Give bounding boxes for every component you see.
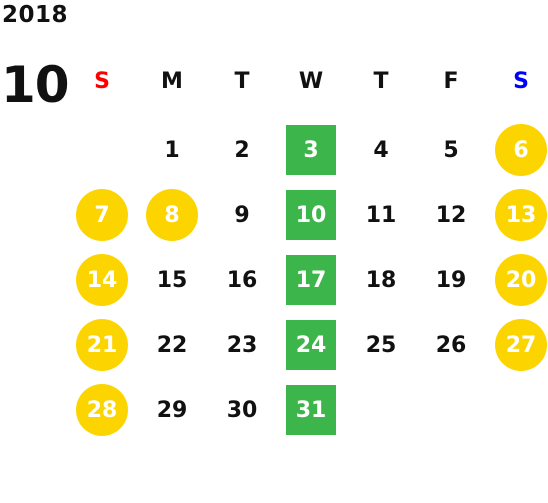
day-4[interactable]: 4 xyxy=(373,137,389,163)
day-28[interactable]: 28 xyxy=(76,384,128,436)
day-31[interactable]: 31 xyxy=(286,385,336,435)
day-25[interactable]: 25 xyxy=(365,332,397,358)
day-8[interactable]: 8 xyxy=(146,189,198,241)
day-30[interactable]: 30 xyxy=(226,397,258,423)
day-27[interactable]: 27 xyxy=(495,319,547,371)
day-20[interactable]: 20 xyxy=(495,254,547,306)
day-21[interactable]: 21 xyxy=(76,319,128,371)
day-18[interactable]: 18 xyxy=(365,267,397,293)
day-17[interactable]: 17 xyxy=(286,255,336,305)
day-11[interactable]: 11 xyxy=(365,202,397,228)
day-5[interactable]: 5 xyxy=(443,137,459,163)
day-2[interactable]: 2 xyxy=(234,137,250,163)
day-3[interactable]: 3 xyxy=(286,125,336,175)
day-16[interactable]: 16 xyxy=(226,267,258,293)
day-24[interactable]: 24 xyxy=(286,320,336,370)
day-13[interactable]: 13 xyxy=(495,189,547,241)
day-29[interactable]: 29 xyxy=(156,397,188,423)
year-label: 2018 xyxy=(2,2,69,28)
day-7[interactable]: 7 xyxy=(76,189,128,241)
day-15[interactable]: 15 xyxy=(156,267,188,293)
weekday-header-5: F xyxy=(443,68,459,94)
weekday-header-2: T xyxy=(234,68,250,94)
day-26[interactable]: 26 xyxy=(435,332,467,358)
day-12[interactable]: 12 xyxy=(435,202,467,228)
weekday-header-6: S xyxy=(513,68,529,94)
month-label: 10 xyxy=(1,56,70,114)
day-22[interactable]: 22 xyxy=(156,332,188,358)
weekday-header-4: T xyxy=(373,68,389,94)
day-9[interactable]: 9 xyxy=(234,202,250,228)
day-19[interactable]: 19 xyxy=(435,267,467,293)
weekday-header-0: S xyxy=(94,68,110,94)
weekday-header-1: M xyxy=(161,68,183,94)
day-6[interactable]: 6 xyxy=(495,124,547,176)
weekday-header-3: W xyxy=(298,68,324,94)
day-23[interactable]: 23 xyxy=(226,332,258,358)
day-1[interactable]: 1 xyxy=(164,137,180,163)
day-10[interactable]: 10 xyxy=(286,190,336,240)
day-14[interactable]: 14 xyxy=(76,254,128,306)
